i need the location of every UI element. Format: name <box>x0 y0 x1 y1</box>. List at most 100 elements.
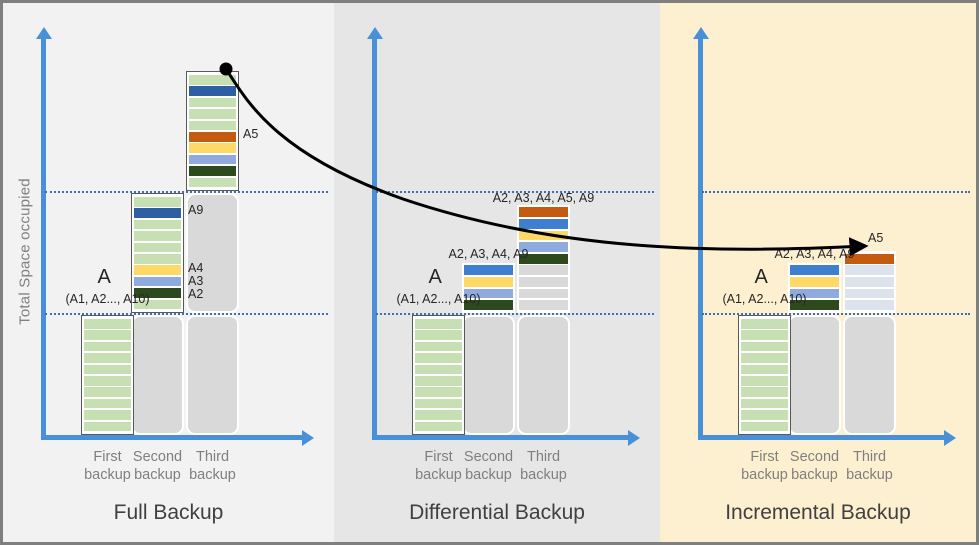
bar-segment-dark_green <box>189 166 236 176</box>
y-axis-differential <box>372 39 377 440</box>
caption-diff-third: A2, A3, A4, A5, A9 <box>492 191 595 205</box>
bar-segment-light_green <box>84 318 131 329</box>
x-tick-line: backup <box>741 467 788 483</box>
bar-segment-blue <box>464 265 513 276</box>
caption-incr-third: A5 <box>868 231 884 245</box>
bar-segment-light_green <box>84 387 131 397</box>
y-axis-arrow-incremental <box>692 27 709 39</box>
bar-segment-light_green <box>741 364 788 375</box>
ghost-block-diff-3 <box>517 315 570 435</box>
bar-segment-light_green <box>189 120 236 131</box>
bar-segment-light_green <box>741 410 788 420</box>
y-axis-full <box>41 39 46 440</box>
bar-full-third <box>186 71 239 191</box>
ghost-block-incr-2 <box>788 315 841 435</box>
x-tick-line: backup <box>846 467 893 483</box>
x-tick-line: Third <box>195 449 230 465</box>
bar-segment-light_green <box>189 97 236 108</box>
y-axis-incremental <box>698 39 703 440</box>
bar-segment-blue <box>790 265 839 276</box>
x-tick-line: Second <box>132 449 183 465</box>
bar-segment-light_green <box>189 74 236 85</box>
x-tick-full-2: Third backup <box>168 448 258 484</box>
bar-segment-light_green <box>741 387 788 397</box>
bar-segment-yellow <box>134 265 181 275</box>
bar-segment-light_green <box>741 353 788 363</box>
bar-segment-orange <box>519 207 568 218</box>
bar-segment-light_green <box>741 341 788 352</box>
panel-title-full: Full Backup <box>113 501 224 524</box>
x-tick-line: backup <box>189 467 236 483</box>
bar-segment-light_green <box>84 364 131 375</box>
bar-segment-light_green <box>415 421 462 432</box>
label-full-bar2-a9: A9 <box>188 203 204 217</box>
bar-segment-dark_blue <box>134 208 181 218</box>
bar-segment-light_green <box>84 375 131 386</box>
bar-segment-grey <box>519 277 568 287</box>
caption-incr-first-main: A <box>754 266 768 288</box>
x-tick-differential-0: First backup <box>394 448 484 484</box>
gridline-full-upper <box>45 191 328 193</box>
x-axis-full <box>41 435 302 440</box>
bar-segment-light_green <box>415 353 462 363</box>
bar-segment-light_green <box>134 299 181 310</box>
x-axis-incremental <box>698 435 944 440</box>
gridline-full-lower <box>45 313 328 315</box>
y-axis-arrow-full <box>35 27 52 39</box>
bar-segment-light_green <box>741 318 788 329</box>
panel-title-differential: Differential Backup <box>409 501 585 524</box>
caption-diff-second: A2, A3, A4, A9 <box>448 247 529 261</box>
caption-diff-first-main: A <box>428 266 442 288</box>
ghost-block-full-2 <box>131 315 184 435</box>
ghost-block-incr-3 <box>843 315 896 435</box>
bar-segment-light_green <box>134 253 181 264</box>
y-axis-label: Total Space occupied <box>16 178 34 325</box>
panel-title-incremental: Incremental Backup <box>725 501 911 524</box>
bar-incr-first <box>738 315 791 435</box>
bar-segment-light_green <box>134 196 181 207</box>
bar-segment-grey <box>519 300 568 311</box>
bar-segment-light_green <box>415 330 462 340</box>
bar-segment-orange <box>845 253 894 264</box>
x-axis-arrow-differential <box>628 429 640 446</box>
bar-segment-yellow <box>189 143 236 153</box>
x-tick-line: First <box>93 449 122 465</box>
x-axis-differential <box>372 435 628 440</box>
caption-incr-second: A2, A3, A4, A9 <box>774 247 855 261</box>
label-full-bar2-a4: A4 <box>188 261 204 275</box>
label-full-bar2-a3: A3 <box>188 274 204 288</box>
bar-full-second <box>131 193 184 313</box>
bar-segment-light_blue <box>189 154 236 165</box>
bar-segment-light_green <box>415 341 462 352</box>
bar-incr-second <box>788 262 841 313</box>
bar-segment-dark_green <box>519 253 568 264</box>
bar-segment-yellow <box>464 277 513 287</box>
bar-diff-second <box>462 262 515 313</box>
bar-segment-dark_blue <box>189 86 236 96</box>
bar-segment-light_green <box>415 387 462 397</box>
bar-segment-light_green <box>415 375 462 386</box>
bar-segment-blue <box>519 219 568 229</box>
x-tick-line: backup <box>791 467 838 483</box>
caption-full-first-main: A <box>97 266 111 288</box>
bar-segment-orange <box>189 131 236 142</box>
bar-segment-pale_grey <box>845 288 894 299</box>
bar-segment-light_green <box>415 410 462 420</box>
bar-segment-light_green <box>189 109 236 119</box>
bar-segment-yellow <box>790 277 839 287</box>
caption-full-first-sub: (A1, A2..., A10) <box>65 292 150 306</box>
bar-segment-light_green <box>741 421 788 432</box>
bar-segment-light_green <box>134 242 181 253</box>
x-tick-line: backup <box>415 467 462 483</box>
bar-segment-pale_grey <box>845 265 894 276</box>
x-axis-arrow-incremental <box>944 429 956 446</box>
x-tick-line: First <box>424 449 453 465</box>
bar-segment-light_green <box>415 318 462 329</box>
bar-segment-dark_green <box>464 300 513 311</box>
bar-segment-light_green <box>415 364 462 375</box>
